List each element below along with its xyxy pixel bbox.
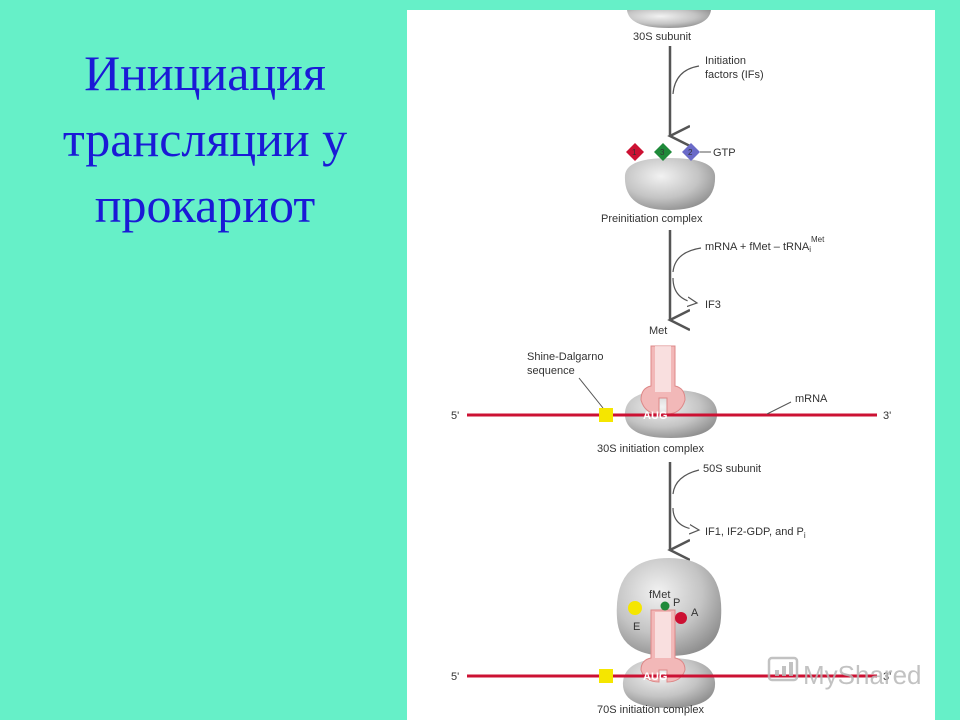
slide-title: Инициация трансляции у прокариот xyxy=(20,40,390,238)
label-if3: IF3 xyxy=(705,299,721,311)
title-line-1: Инициация xyxy=(84,45,326,101)
label-shine-dalgarno-1: Shine-Dalgarno xyxy=(527,351,603,363)
watermark-logo-icon xyxy=(767,656,799,682)
translation-initiation-figure: 30S subunit Initiation factors (IFs) 1 3… xyxy=(407,10,935,720)
watermark-text: MyShared xyxy=(803,660,922,690)
label-gtp: GTP xyxy=(713,147,736,159)
label-site-p: P xyxy=(673,597,680,609)
trna-sub: i xyxy=(809,245,811,254)
label-if-release: IF1, IF2-GDP, and Pi xyxy=(705,526,806,540)
mrna-pointer xyxy=(766,401,792,415)
label-preinitiation-complex: Preinitiation complex xyxy=(601,213,703,225)
subunit-30s-top xyxy=(627,10,711,28)
title-line-2: трансляции у xyxy=(62,111,348,167)
shine-dalgarno-box-30s xyxy=(599,408,613,422)
label-site-e: E xyxy=(633,621,640,633)
trna-70s-stem xyxy=(655,612,671,658)
label-mrna: mRNA xyxy=(795,393,828,405)
trna-30s-stem xyxy=(655,346,671,392)
if3-number: 3 xyxy=(660,148,665,157)
diagram-svg: 30S subunit Initiation factors (IFs) 1 3… xyxy=(451,10,922,716)
if3-diamond xyxy=(654,143,672,161)
title-line-3: прокариот xyxy=(94,177,316,233)
arrow-mrna-in xyxy=(672,247,702,273)
label-initiation-factors-1: Initiation xyxy=(705,55,746,67)
label-50s-subunit: 50S subunit xyxy=(703,463,761,475)
label-aug-70s: AUG xyxy=(643,671,667,683)
preinitiation-ribosome xyxy=(624,158,716,210)
arrow-if3-out xyxy=(672,277,697,303)
a-site-dot xyxy=(675,612,687,624)
shine-dalgarno-pointer xyxy=(578,377,604,409)
label-initiation-factors-2: factors (IFs) xyxy=(705,69,764,81)
label-aug-30s: AUG xyxy=(643,410,667,422)
met-superscript: Met xyxy=(811,235,825,244)
shine-dalgarno-box-70s xyxy=(599,669,613,683)
e-site-dot xyxy=(628,601,642,615)
if-release-sub: i xyxy=(804,531,806,540)
label-5prime-30s: 5' xyxy=(451,410,459,422)
label-fmet: fMet xyxy=(649,589,670,601)
watermark: MyShared xyxy=(767,656,922,690)
label-30s-subunit: 30S subunit xyxy=(633,31,691,43)
mrna-fmet-trna-text: mRNA + fMet – tRNA xyxy=(705,241,810,253)
label-met: Met xyxy=(649,325,667,337)
arrow-if-release xyxy=(672,507,699,530)
label-5prime-70s: 5' xyxy=(451,671,459,683)
arrow-ifs-in xyxy=(672,65,700,95)
label-70s-initiation-complex: 70S initiation complex xyxy=(597,704,705,716)
label-shine-dalgarno-2: sequence xyxy=(527,365,575,377)
if2-number: 2 xyxy=(688,148,693,157)
if1-number: 1 xyxy=(632,148,637,157)
if1-diamond xyxy=(626,143,644,161)
label-3prime-70s: 3' xyxy=(883,671,891,683)
label-site-a: A xyxy=(691,607,699,619)
arrow-50s-in xyxy=(672,469,700,495)
label-mrna-fmet-trna: mRNA + fMet – tRNAiMet xyxy=(705,235,825,254)
label-3prime-30s: 3' xyxy=(883,410,891,422)
p-site-dot xyxy=(660,601,670,611)
if2-diamond xyxy=(682,143,700,161)
label-30s-initiation-complex: 30S initiation complex xyxy=(597,443,705,455)
if-release-text: IF1, IF2-GDP, and P xyxy=(705,526,804,538)
